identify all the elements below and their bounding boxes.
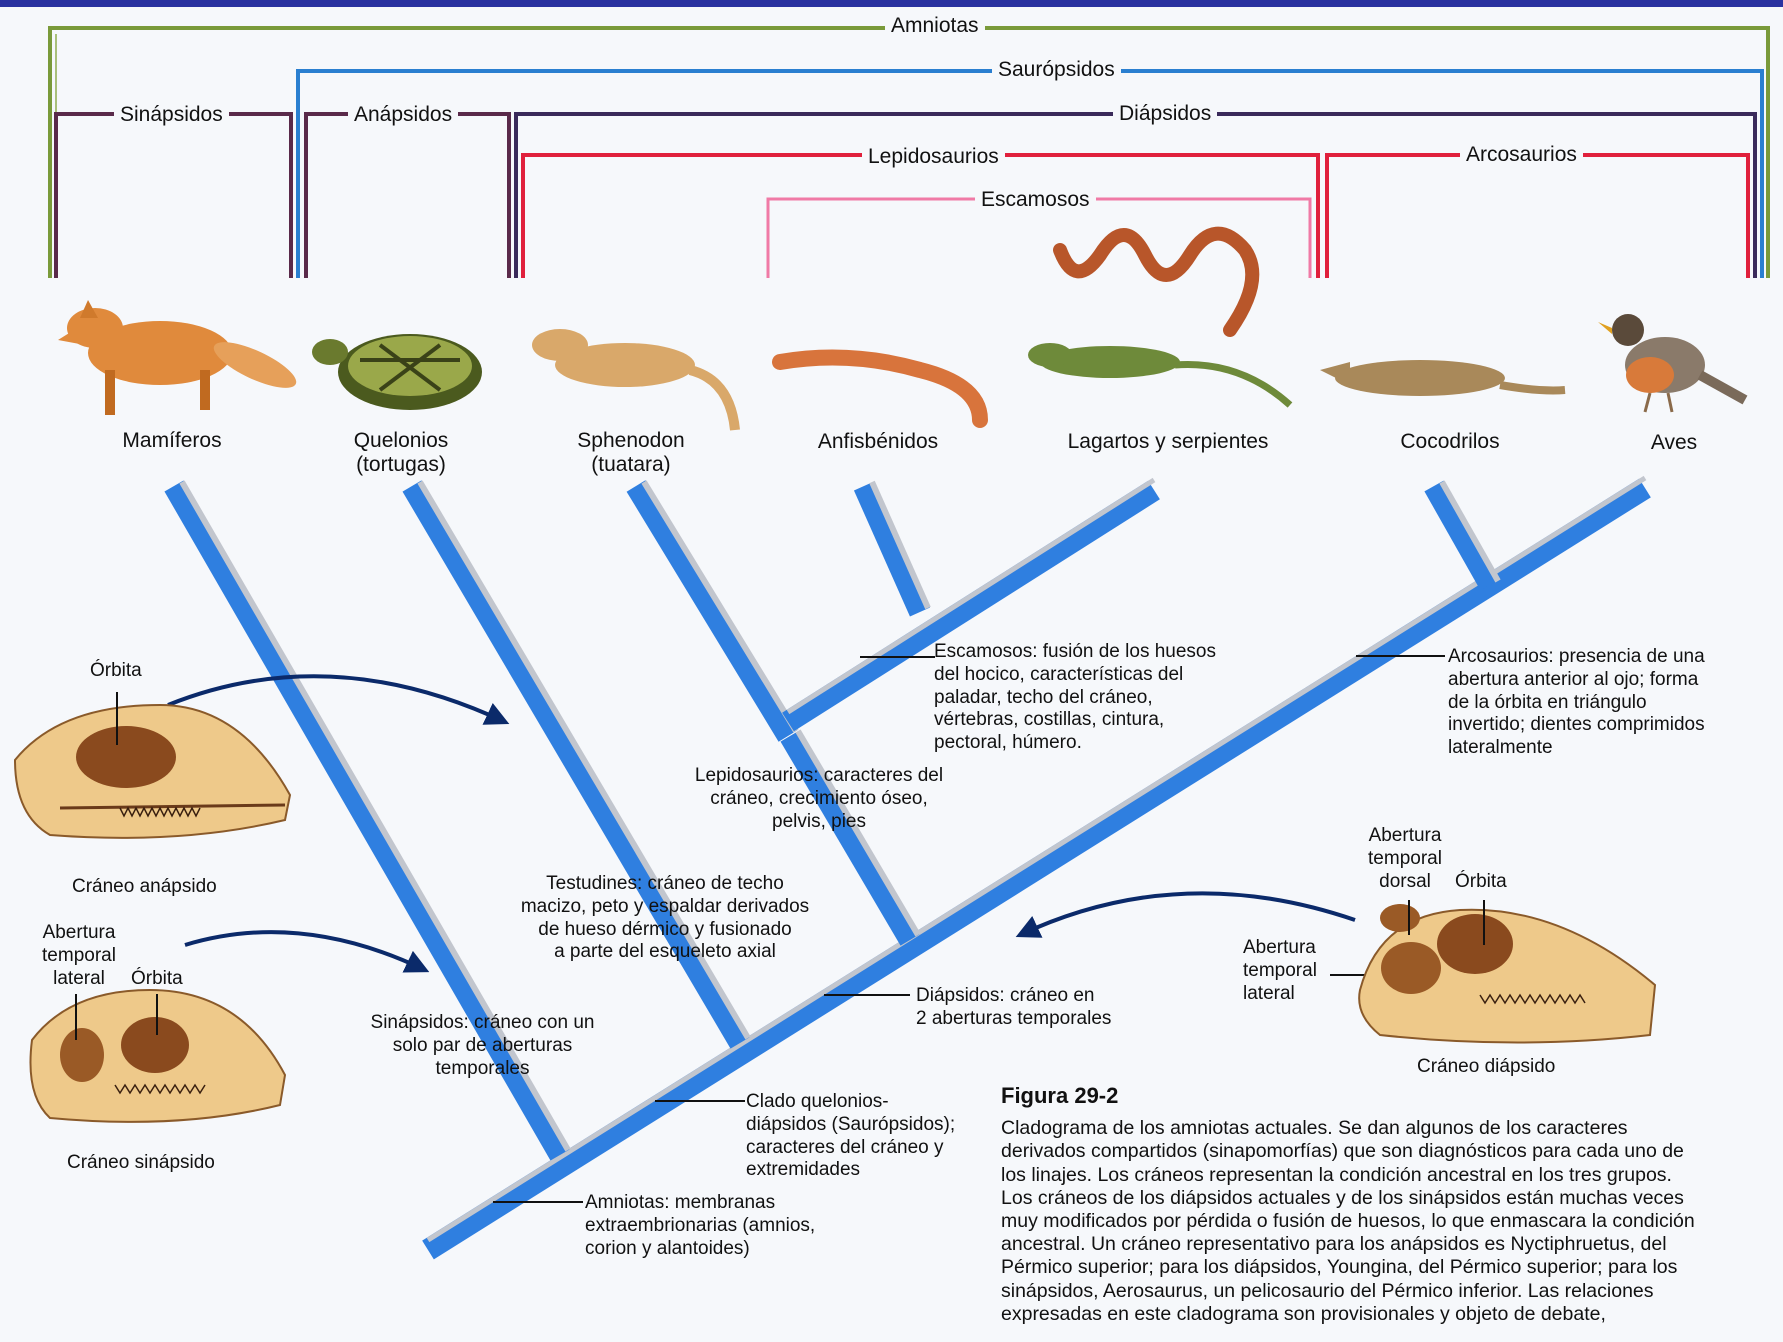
taxon-lagartos-serpientes: Lagartos y serpientes — [1068, 430, 1269, 454]
bracket-anapsidos — [306, 114, 509, 278]
taxon-aves: Aves — [1651, 431, 1697, 455]
caption-line: sinápsidos, Aerosaurus, un pelicosaurio … — [1001, 1280, 1771, 1303]
label-arcosaurios: Arcosaurios — [1460, 144, 1583, 165]
label-sauropsidos: Saurópsidos — [992, 59, 1121, 80]
bird-illustration — [1598, 314, 1745, 412]
taxon-cocodrilos: Cocodrilos — [1400, 430, 1499, 454]
label-escamosos: Escamosos — [975, 189, 1096, 210]
label-diapsidos: Diápsidos — [1113, 103, 1217, 124]
amphisbaenian-illustration — [780, 358, 980, 421]
caption-line: Cladograma de los amniotas actuales. Se … — [1001, 1117, 1771, 1140]
label-sinapsidos: Sinápsidos — [114, 104, 229, 125]
skull-sinapsido — [30, 990, 285, 1122]
turtle-illustration — [312, 334, 482, 410]
fox-illustration — [58, 300, 302, 415]
label-craneo-diapsido: Cráneo diápsido — [1417, 1056, 1555, 1079]
label-lepidosaurios: Lepidosaurios — [862, 146, 1005, 167]
caption-line: ancestral. Un cráneo representativo para… — [1001, 1233, 1771, 1256]
label-craneo-sinapsido: Cráneo sinápsido — [67, 1152, 215, 1175]
label-orbita-diapsido: Órbita — [1455, 871, 1507, 894]
label-anapsidos: Anápsidos — [348, 104, 458, 125]
caption-line: expresadas en este cladograma son provis… — [1001, 1303, 1771, 1326]
figure-caption: Figura 29-2 Cladograma de los amniotas a… — [1001, 1083, 1771, 1326]
label-orbita-anapsido: Órbita — [90, 660, 142, 683]
bracket-diapsidos — [516, 114, 1755, 278]
label-craneo-anapsido: Cráneo anápsido — [72, 876, 217, 899]
branch-cocodrilos — [1434, 482, 1498, 585]
caption-line: muy modificados por pérdida o fusión de … — [1001, 1210, 1771, 1233]
note-clado-quelonios-diapsidos: Clado quelonios-diápsidos (Saurópsidos);… — [746, 1091, 955, 1182]
caption-title: Figura 29-2 — [1001, 1083, 1771, 1109]
bracket-arcosaurios — [1327, 155, 1748, 278]
taxon-sphenodon: Sphenodon(tuatara) — [577, 429, 684, 477]
tuatara-illustration — [532, 329, 735, 430]
snake-illustration — [1060, 234, 1252, 330]
label-amniotas: Amniotas — [885, 15, 985, 36]
branch-sphenodon — [636, 482, 796, 736]
skull-anapsido — [15, 692, 290, 838]
caption-line: derivados compartidos (sinapomorfías) qu… — [1001, 1140, 1771, 1163]
crocodile-illustration — [1320, 360, 1565, 396]
caption-line: Pérmico superior; para los diápsidos, Yo… — [1001, 1256, 1771, 1279]
taxon-anfisbenidos: Anfisbénidos — [818, 430, 938, 454]
caption-line: los linajes. Los cráneos representan la … — [1001, 1164, 1771, 1187]
caption-line: Los cráneos de los diápsidos actuales y … — [1001, 1187, 1771, 1210]
bracket-lepidosaurios — [523, 155, 1318, 278]
bracket-sinapsidos — [56, 114, 291, 278]
branch-anfisbenidos — [864, 482, 928, 612]
skull-diapsido — [1359, 900, 1655, 1043]
taxon-quelonios: Quelonios(tortugas) — [354, 429, 449, 477]
label-orbita-sinapsido: Órbita — [131, 968, 183, 991]
taxon-mamiferos: Mamíferos — [122, 429, 221, 453]
lizard-illustration — [1028, 343, 1290, 405]
